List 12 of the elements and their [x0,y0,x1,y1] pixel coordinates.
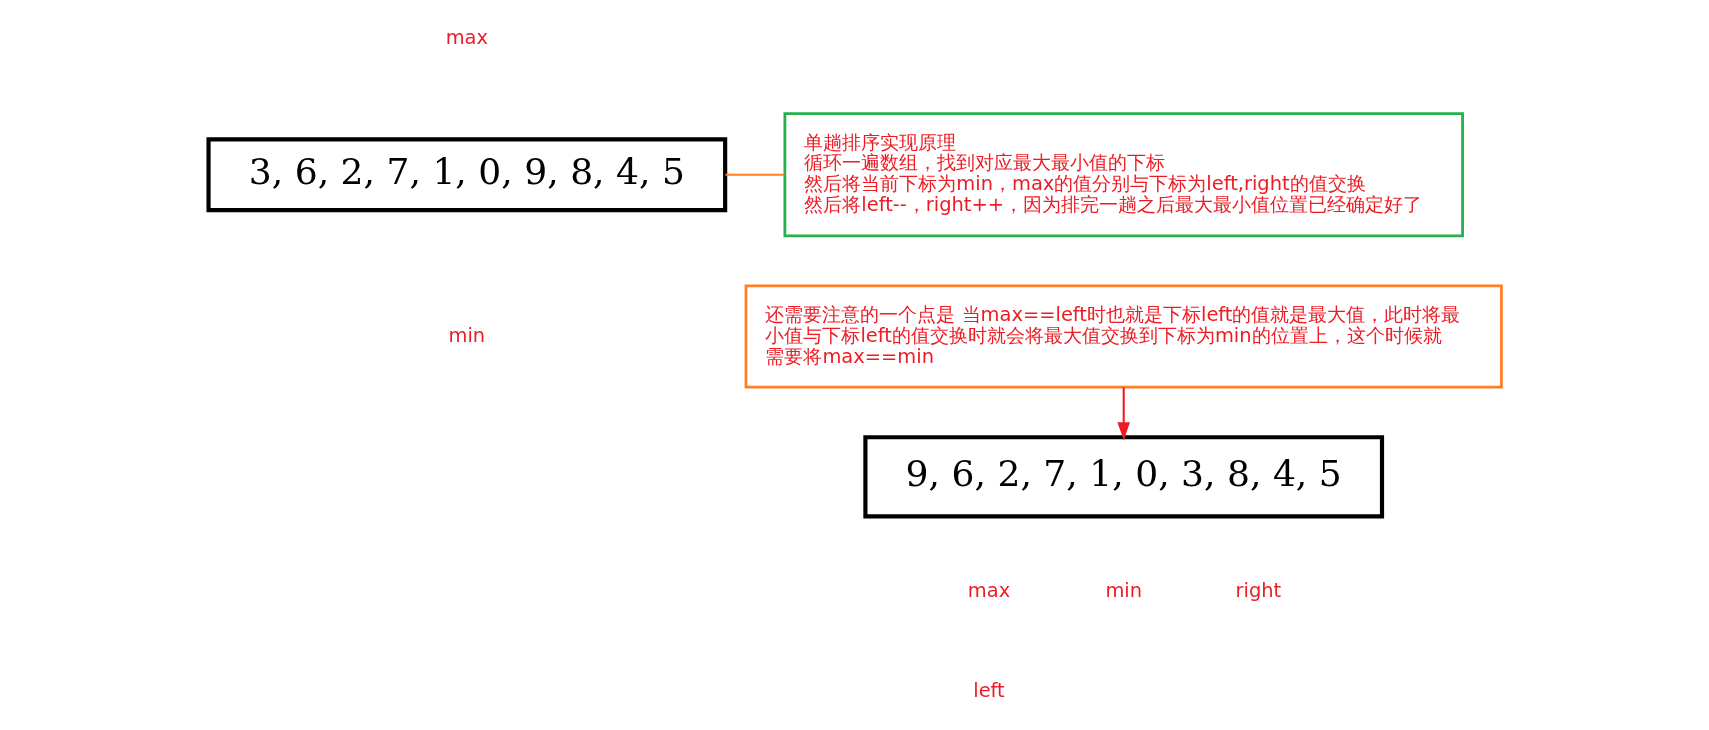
label: min [448,323,485,347]
node-box: 9, 6, 2, 7, 1, 0, 3, 8, 4, 5 [862,435,1384,519]
node-box: 单趟排序实现原理 循环一遍数组，找到对应最大最小值的下标 然后将当前下标为min，max的值分别与下标为left,right的值交换 然后将left--，right++，因为排完一趟之后最大最小值位置已经确定好了 [783,112,1464,238]
label: min [1104,578,1142,602]
label: right [1235,578,1281,602]
node-box: 3, 6, 2, 7, 1, 0, 9, 8, 4, 5 [205,137,727,213]
label: max [967,578,1010,602]
connector [724,173,784,176]
arrow [1116,387,1130,441]
label: max [445,25,488,49]
label: left [972,678,1005,702]
node-box: 还需要注意的一个点是 当max==left时也就是下标left的值就是最大值，此时将最小值与下标left的值交换时就会将最大值交换到下标为min的位置上，这个时候就需要将max==min [744,284,1503,389]
